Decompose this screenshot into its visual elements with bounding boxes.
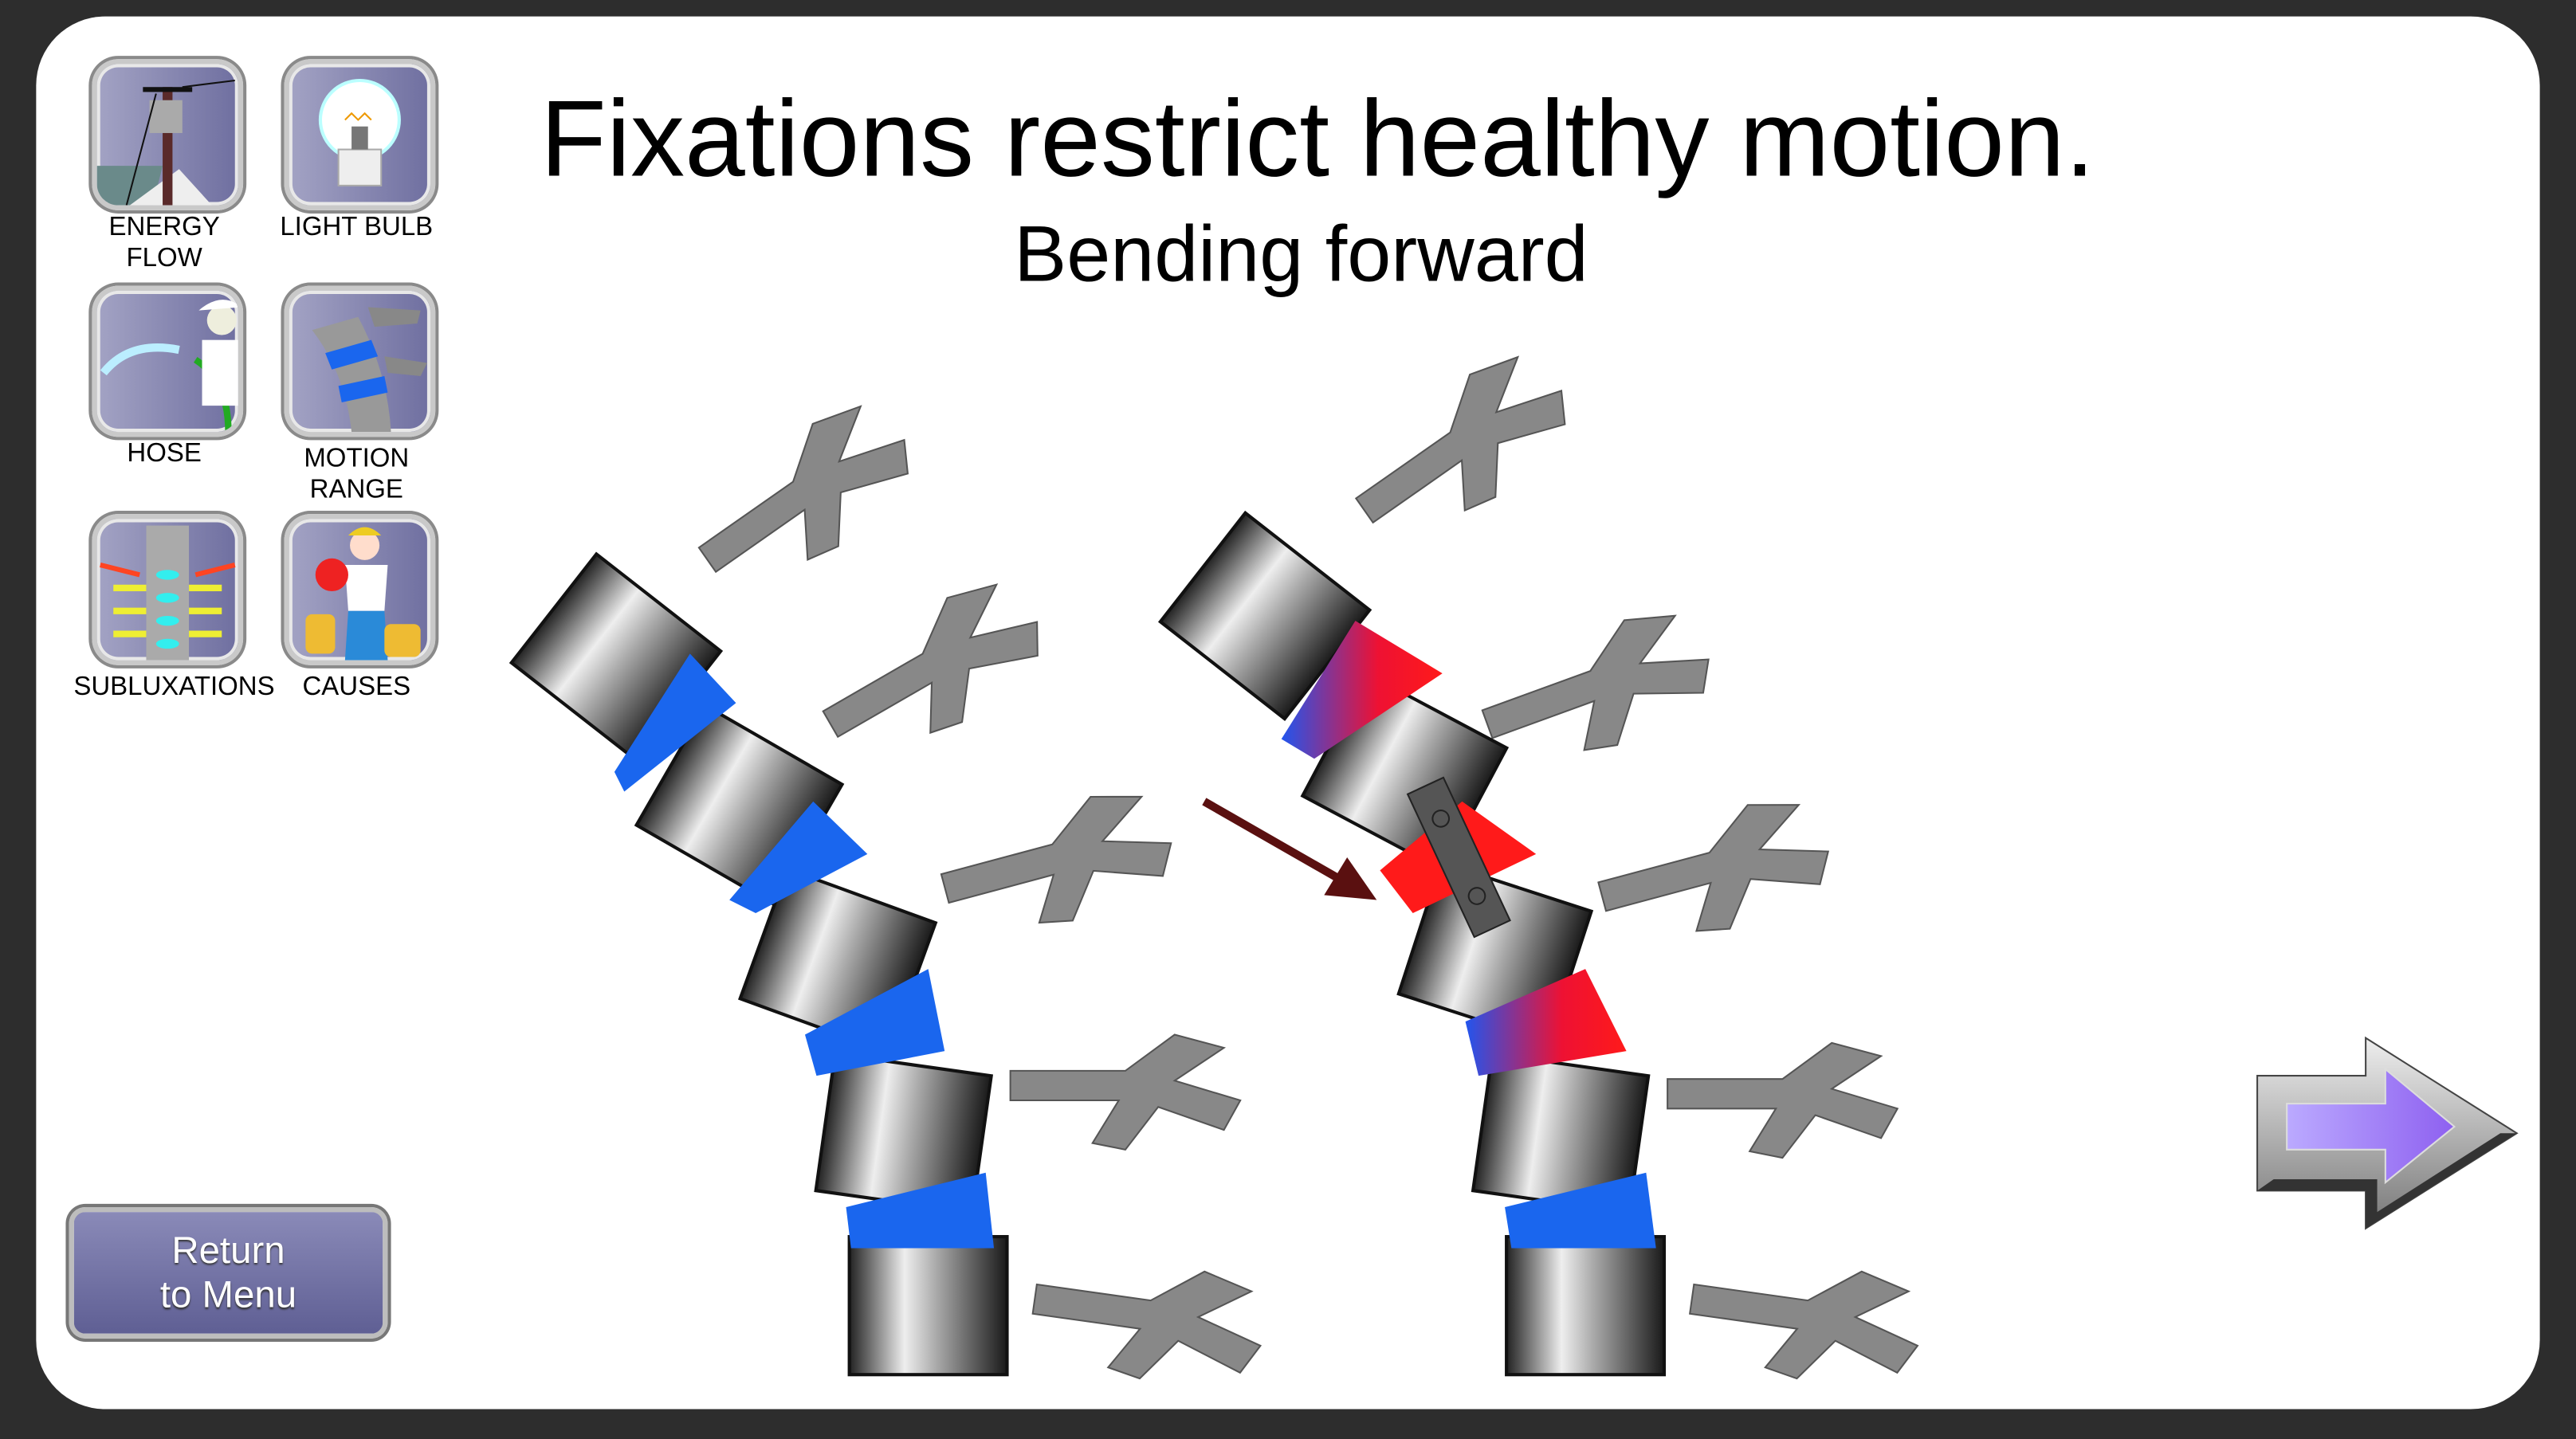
vertebrae-icon xyxy=(99,525,236,661)
tile-label: LIGHT BULB xyxy=(280,213,434,241)
tile-label: SUBLUXATIONS xyxy=(73,673,275,702)
hose-icon xyxy=(100,300,238,433)
tile-label: CAUSES xyxy=(302,673,411,702)
tile-motion-range[interactable] xyxy=(284,285,436,437)
tile-label: HOSE xyxy=(127,440,202,469)
next-arrow-button[interactable] xyxy=(2254,1035,2525,1241)
spine-illustration xyxy=(36,335,1928,1396)
page-title: Fixations restrict healthy motion. xyxy=(540,76,2095,199)
return-to-menu-button[interactable]: Return to Menu xyxy=(69,1206,388,1339)
page-subtitle: Bending forward xyxy=(1014,211,1588,300)
pointer-arrow xyxy=(1202,798,1377,900)
spine-icon xyxy=(312,307,427,433)
worker-icon xyxy=(305,527,421,661)
fixated-spine xyxy=(1160,335,1928,1396)
strained-disc xyxy=(1465,969,1627,1076)
tile-subluxations[interactable] xyxy=(92,514,244,665)
healthy-disc xyxy=(1505,1172,1656,1249)
fixation-plate xyxy=(1406,776,1511,939)
power-pole-icon xyxy=(96,79,235,206)
strained-disc xyxy=(1281,621,1443,759)
healthy-spine xyxy=(512,385,1270,1396)
tile-hose[interactable] xyxy=(92,285,244,437)
tile-light-bulb[interactable] xyxy=(284,59,436,210)
light-bulb-icon xyxy=(318,78,401,186)
spinous-process xyxy=(677,385,934,614)
tile-energy-flow[interactable] xyxy=(92,59,244,210)
healthy-disc xyxy=(614,653,995,1249)
arrow-right-icon xyxy=(2286,1067,2456,1185)
menu-button-line1: Return xyxy=(171,1228,285,1272)
tile-causes[interactable] xyxy=(284,514,436,665)
menu-button-line2: to Menu xyxy=(159,1272,297,1316)
